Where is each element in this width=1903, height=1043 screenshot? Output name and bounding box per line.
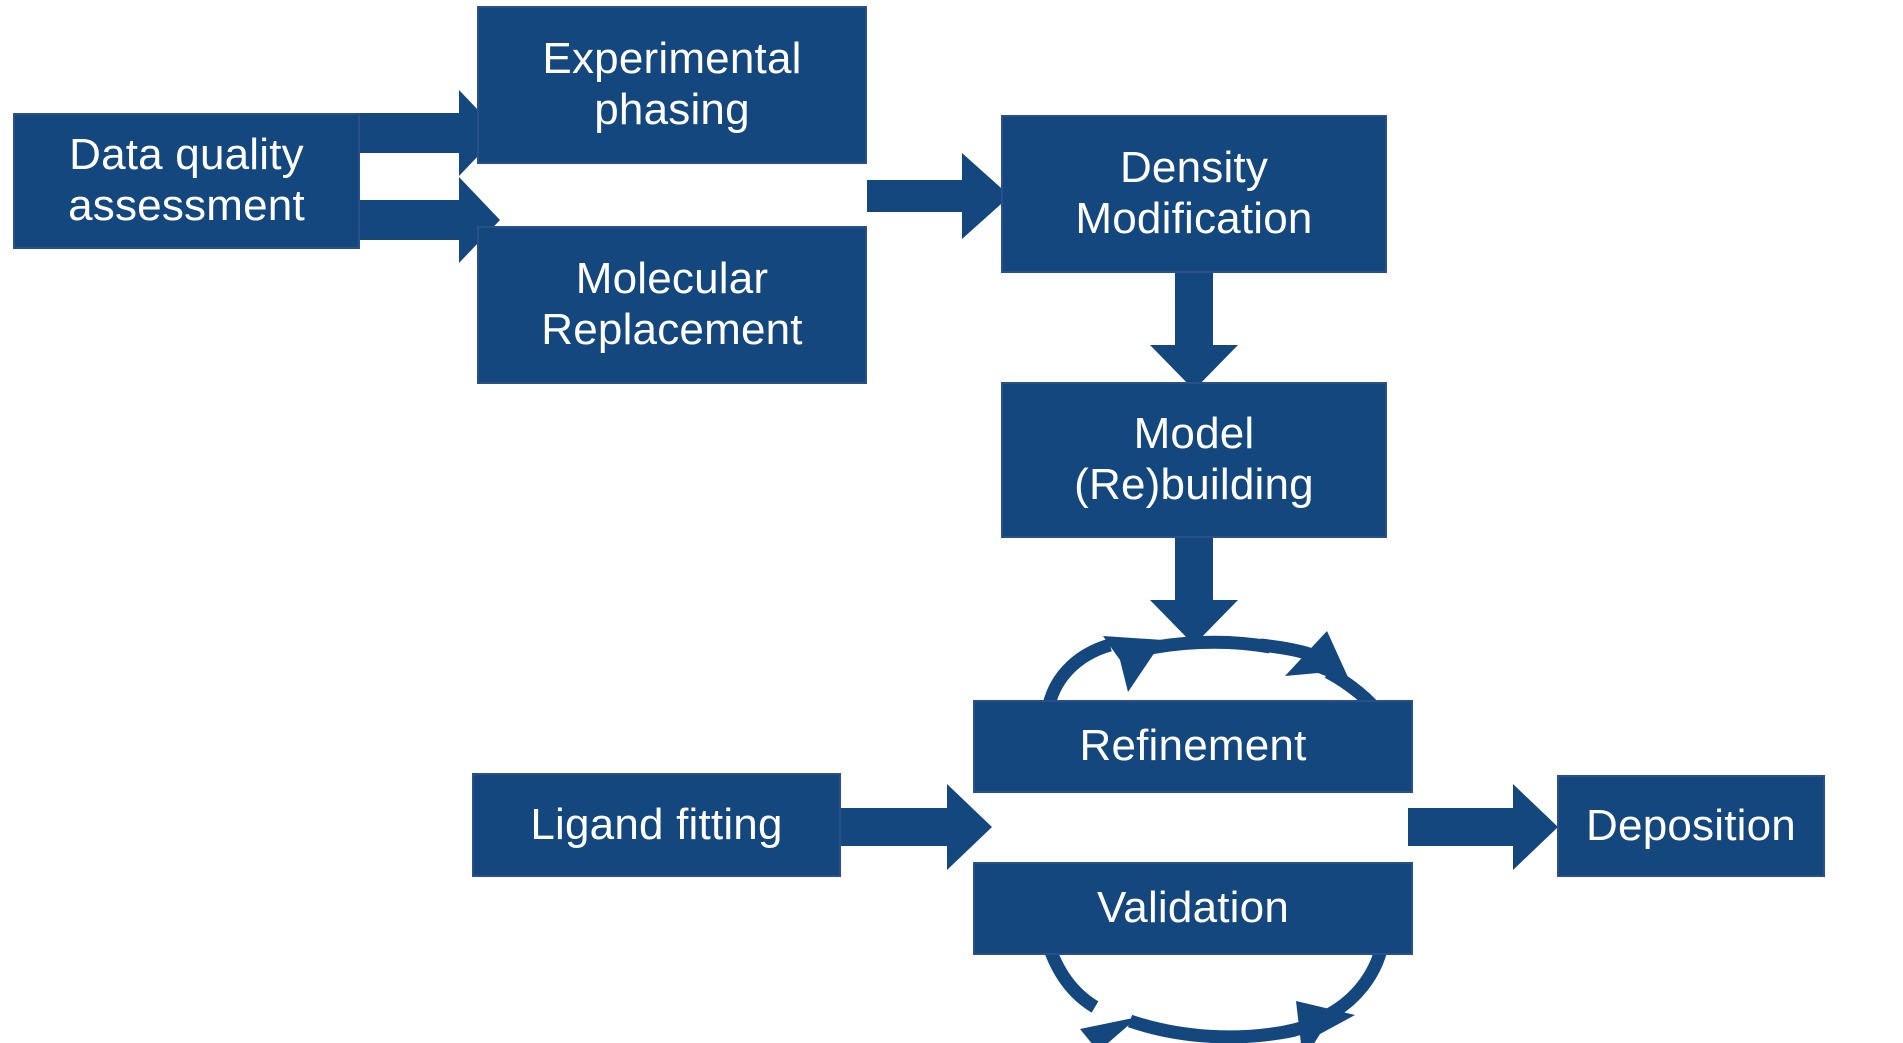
cycle-arc-bottom-right [1283, 944, 1389, 1043]
arrow-cycle-to-deposition [1408, 784, 1558, 870]
arrow-ligand-fitting-to-cycle [838, 784, 992, 870]
node-density-modification[interactable]: Density Modification [1001, 115, 1387, 273]
arrow-density-modification-to-model-rebuilding [1150, 270, 1238, 390]
arrow-model-rebuilding-to-cycle [1150, 534, 1238, 645]
arrow-phasing-to-density-modification [867, 153, 1010, 239]
node-model-rebuilding[interactable]: Model (Re)building [1001, 382, 1387, 538]
node-ligand-fitting[interactable]: Ligand fitting [472, 773, 841, 877]
node-validation[interactable]: Validation [973, 862, 1413, 955]
node-data-quality-assessment[interactable]: Data quality assessment [13, 113, 360, 249]
node-deposition[interactable]: Deposition [1557, 775, 1825, 877]
cycle-arc-bottom-left [1041, 940, 1297, 1043]
node-experimental-phasing[interactable]: Experimental phasing [477, 6, 867, 164]
cycle-arc-top-left [1041, 635, 1272, 712]
node-molecular-replacement[interactable]: Molecular Replacement [477, 226, 867, 384]
node-refinement[interactable]: Refinement [973, 700, 1413, 793]
